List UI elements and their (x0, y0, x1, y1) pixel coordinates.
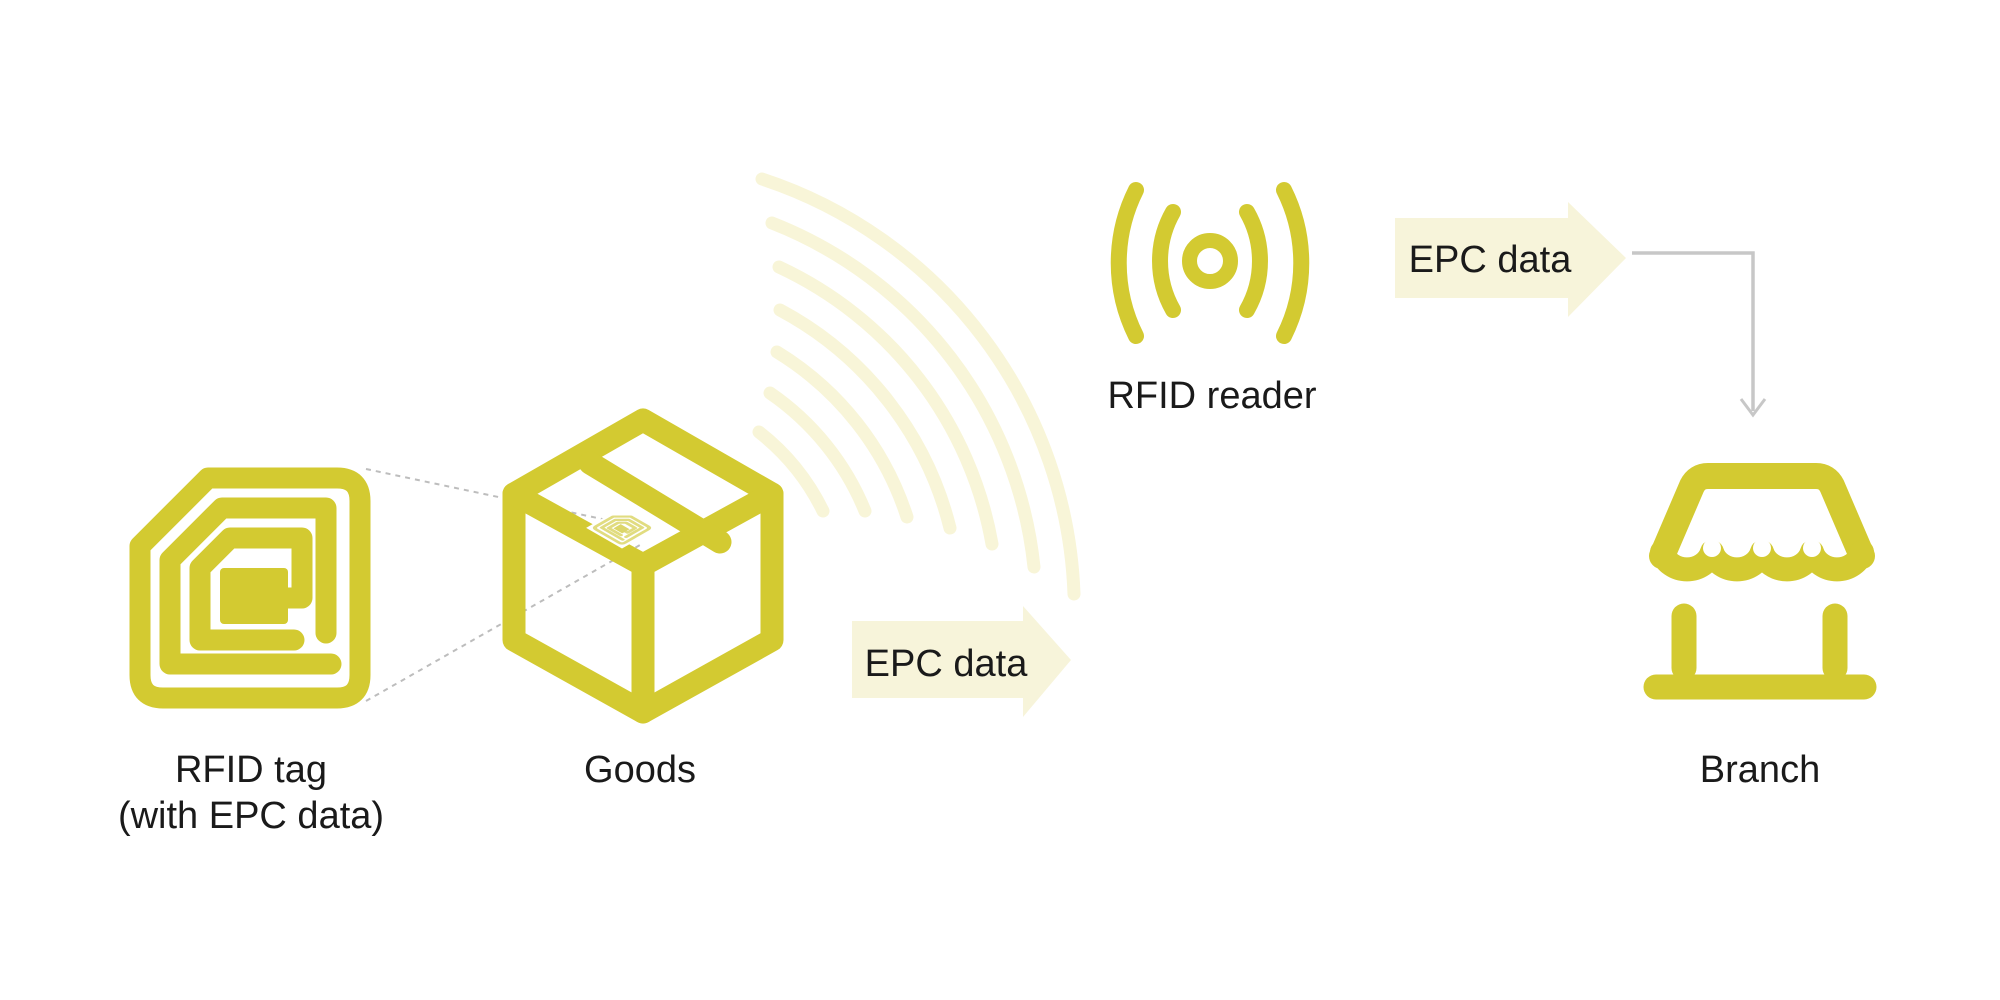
awning-notch (1753, 539, 1771, 557)
signal-wave-arc (772, 260, 999, 551)
signal-wave-arc (763, 386, 872, 518)
flow-label: EPC data (865, 643, 1029, 685)
awning-top (1649, 463, 1875, 569)
reader-center-dot (1182, 233, 1238, 289)
tag-outer-ring (129, 467, 371, 709)
reader-wave-inner-right (1239, 204, 1268, 318)
tag-middle-coil (159, 497, 342, 675)
box-icon (502, 408, 784, 724)
box-lid-flap-line (578, 451, 732, 554)
awning-notch (1803, 539, 1821, 557)
awning-notch (1703, 539, 1721, 557)
reader-wave-outer-right (1276, 182, 1310, 344)
mini-tag-outer-ring (592, 515, 652, 545)
storefront-icon (1643, 463, 1877, 700)
signal-wave-arc (752, 425, 830, 518)
mini-tag-inner-coil (606, 521, 638, 537)
flow-arrow-reader-to-branch: EPC data (1395, 202, 1626, 317)
signal-wave-arc (773, 303, 957, 535)
rfid-reader-label: RFID reader (1107, 375, 1316, 417)
signal-wave-arc (765, 216, 1041, 574)
goods-label: Goods (584, 749, 696, 791)
branch-label: Branch (1700, 749, 1820, 791)
flow-label: EPC data (1409, 239, 1573, 281)
reader-wave-inner-left (1152, 204, 1181, 318)
reader-wave-outer-left (1110, 182, 1144, 344)
rfid-tag-label-line2: (with EPC data) (118, 795, 384, 837)
callout-line-bottom (365, 544, 641, 702)
connector-arrowhead-down (1739, 398, 1767, 418)
block-arrow-right (1395, 202, 1626, 317)
block-arrow-right (852, 606, 1071, 717)
mini-tag-middle-coil (599, 518, 645, 541)
flow-arrow-tag-to-reader: EPC data (852, 606, 1071, 717)
mini-tag-chip-square (613, 524, 630, 534)
connector-elbow (1632, 251, 1755, 411)
connector-reader-to-branch (1632, 251, 1767, 418)
rfid-tag-icon (129, 467, 371, 709)
wireless-signal-icon (1110, 182, 1310, 344)
signal-wave-arc (770, 345, 914, 524)
signal-wave-arc (755, 172, 1081, 601)
signal-waves (752, 172, 1081, 601)
tag-inner-coil (189, 527, 313, 651)
tag-chip-square (220, 568, 288, 624)
rfid-tag-label-line1: RFID tag (175, 749, 327, 791)
box-inner-edges (502, 482, 784, 724)
